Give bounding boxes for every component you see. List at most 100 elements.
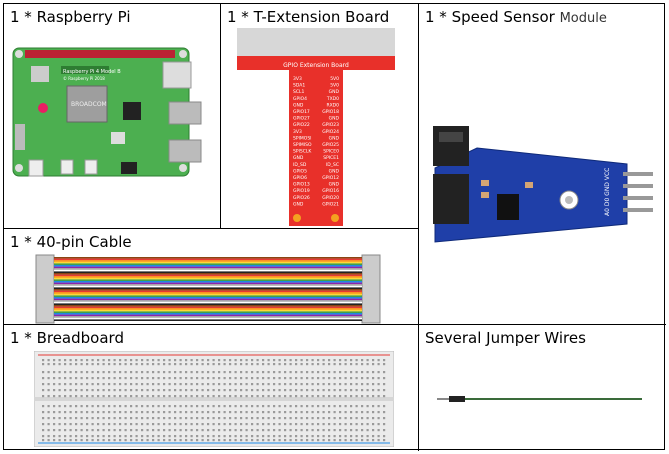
breadboard-hole [130, 395, 133, 398]
breadboard-hole [42, 439, 45, 442]
breadboard-hole [141, 359, 144, 362]
breadboard-hole [229, 377, 232, 380]
breadboard-hole [344, 359, 347, 362]
breadboard-hole [256, 405, 259, 408]
breadboard-hole [157, 417, 160, 420]
breadboard-hole [80, 371, 83, 374]
t-pin-left-label: SCL1 [293, 89, 305, 95]
breadboard-hole [80, 439, 83, 442]
breadboard-hole [372, 359, 375, 362]
breadboard-hole [141, 395, 144, 398]
breadboard-hole [344, 439, 347, 442]
breadboard-hole [174, 405, 177, 408]
breadboard-hole [273, 383, 276, 386]
breadboard-hole [135, 439, 138, 442]
breadboard-hole [152, 417, 155, 420]
cable-wire [54, 269, 362, 272]
breadboard-hole [223, 359, 226, 362]
breadboard-hole [306, 423, 309, 426]
breadboard-hole [262, 363, 265, 366]
breadboard-hole [223, 395, 226, 398]
breadboard-hole [273, 423, 276, 426]
breadboard-hole [350, 435, 353, 438]
breadboard-hole [141, 435, 144, 438]
breadboard-hole [289, 405, 292, 408]
sensor-pin-labels: A0 D0 GND VCC [604, 168, 611, 216]
breadboard-hole [53, 363, 56, 366]
breadboard-hole [218, 423, 221, 426]
breadboard-hole [295, 405, 298, 408]
divider-h1 [4, 228, 419, 229]
breadboard-hole [350, 423, 353, 426]
breadboard-hole [317, 359, 320, 362]
cable-wire [54, 279, 362, 281]
breadboard-hole [47, 429, 50, 432]
breadboard-hole [344, 371, 347, 374]
breadboard-hole [201, 429, 204, 432]
breadboard-hole [86, 395, 89, 398]
breadboard-hole [168, 423, 171, 426]
t-pin-left-label: GPIO6 [293, 175, 307, 181]
breadboard-hole [306, 429, 309, 432]
breadboard-hole [311, 371, 314, 374]
board-sub-text: © Raspberry Pi 2018 [63, 76, 105, 81]
breadboard-hole [361, 411, 364, 414]
breadboard-hole [333, 389, 336, 392]
breadboard-hole [273, 389, 276, 392]
breadboard-hole [152, 371, 155, 374]
breadboard-hole [333, 395, 336, 398]
breadboard-hole [366, 359, 369, 362]
breadboard-hole [245, 435, 248, 438]
breadboard-hole [284, 411, 287, 414]
breadboard-hole [108, 383, 111, 386]
board-text: Raspberry Pi 4 Model B [63, 69, 121, 75]
breadboard-hole [190, 435, 193, 438]
breadboard-hole [328, 359, 331, 362]
breadboard-hole [223, 363, 226, 366]
t-pin-right-label: GND [329, 116, 340, 122]
breadboard-hole [86, 439, 89, 442]
breadboard-hole [311, 411, 314, 414]
breadboard-hole [42, 411, 45, 414]
breadboard-hole [361, 377, 364, 380]
breadboard-hole [289, 423, 292, 426]
t-pin-right-label: GPIO12 [322, 175, 339, 181]
breadboard-hole [256, 439, 259, 442]
breadboard-hole [273, 417, 276, 420]
divider-v2 [418, 4, 419, 451]
breadboard-hole [152, 411, 155, 414]
breadboard-hole [135, 429, 138, 432]
breadboard-hole [251, 423, 254, 426]
breadboard-hole [267, 423, 270, 426]
breadboard-hole [69, 377, 72, 380]
breadboard-hole [317, 423, 320, 426]
breadboard-hole [47, 423, 50, 426]
breadboard-hole [322, 363, 325, 366]
t-pin-right-label: GPIO23 [322, 122, 339, 128]
breadboard-hole [339, 405, 342, 408]
breadboard-hole [108, 363, 111, 366]
breadboard-hole [58, 423, 61, 426]
breadboard-hole [273, 371, 276, 374]
breadboard-hole [383, 405, 386, 408]
breadboard-hole [168, 389, 171, 392]
breadboard-hole [218, 405, 221, 408]
breadboard-hole [97, 429, 100, 432]
breadboard-hole [146, 423, 149, 426]
breadboard-hole [300, 439, 303, 442]
breadboard-hole [311, 395, 314, 398]
speed-sensor-label: 1 * Speed Sensor Module [425, 8, 607, 28]
breadboard-hole [229, 363, 232, 366]
breadboard-hole [113, 383, 116, 386]
breadboard-hole [201, 377, 204, 380]
breadboard-hole [141, 439, 144, 442]
breadboard-hole [223, 411, 226, 414]
breadboard-hole [130, 417, 133, 420]
breadboard-hole [377, 435, 380, 438]
breadboard-hole [108, 371, 111, 374]
t-pin-left-label: GPIO13 [293, 182, 310, 188]
breadboard-hole [245, 423, 248, 426]
breadboard-hole [350, 359, 353, 362]
breadboard-hole [124, 423, 127, 426]
breadboard-hole [97, 423, 100, 426]
